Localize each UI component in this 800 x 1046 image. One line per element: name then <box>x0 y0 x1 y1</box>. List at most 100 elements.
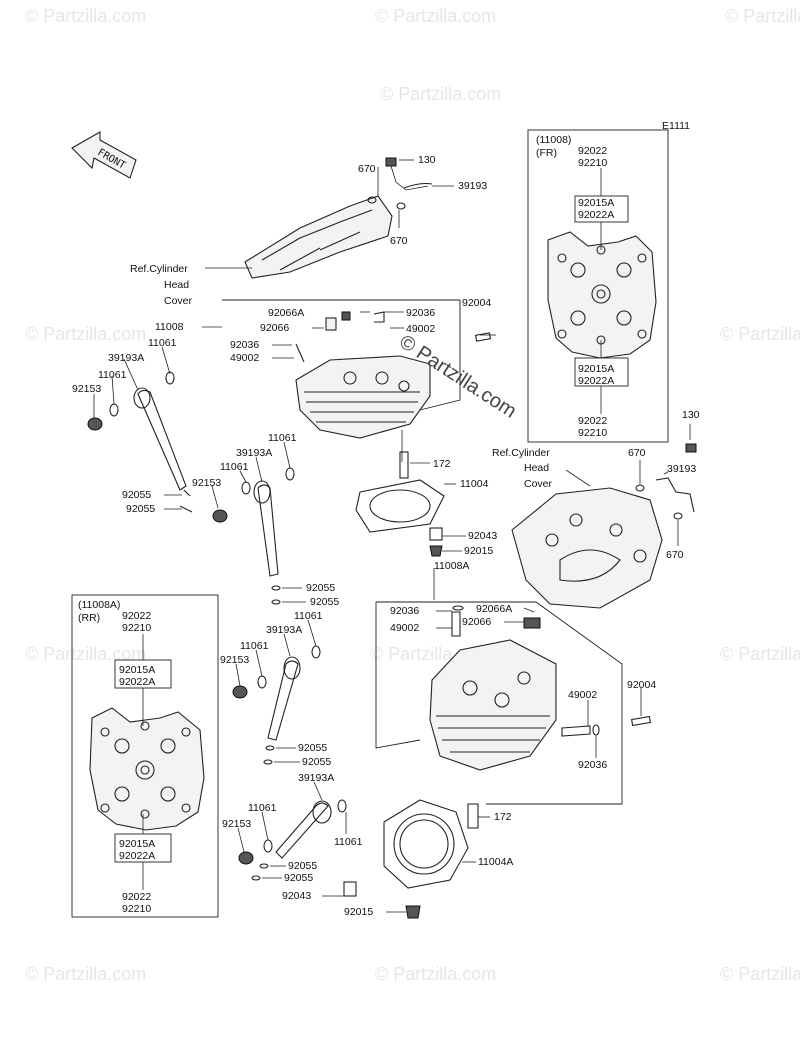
watermark-layer: © Partzilla.com © Partzilla.com © Partzi… <box>25 6 800 984</box>
part-label: 670 <box>390 235 408 247</box>
ref-label: Cover <box>164 295 193 307</box>
part-label: 92004 <box>462 297 491 309</box>
part-label: 11004A <box>478 856 513 868</box>
inset-label: 92015A <box>119 838 155 850</box>
watermark: © Partzilla.com <box>25 6 146 26</box>
part-label: 11061 <box>220 461 249 473</box>
watermark: © Partzilla.com <box>375 6 496 26</box>
watermark: © Partzilla.com <box>25 644 146 664</box>
part-label: 11061 <box>294 610 323 622</box>
part-label: 670 <box>666 549 684 561</box>
part-label: 49002 <box>390 622 419 634</box>
part-label: 92153 <box>220 654 249 666</box>
part-label: 92153 <box>222 818 251 830</box>
part-label: 39193A <box>266 624 302 636</box>
part-label: 39193A <box>108 352 144 364</box>
part-label: 11061 <box>248 802 277 814</box>
inset-label: 92015A <box>119 664 155 676</box>
rear-head-gasket <box>343 799 469 919</box>
rear-cylinder-head-cover <box>511 443 697 609</box>
part-label: 39193A <box>236 447 272 459</box>
inset-label: 92022A <box>578 375 614 387</box>
part-label: 92153 <box>192 477 221 489</box>
part-label: 92055 <box>288 860 317 872</box>
part-label: 92055 <box>306 582 335 594</box>
inset-title: (RR) <box>78 612 100 624</box>
part-label: 130 <box>682 409 700 421</box>
ref-label: Ref.Cylinder <box>492 447 550 459</box>
inset-label: 92015A <box>578 363 614 375</box>
part-label: 92043 <box>468 530 497 542</box>
part-label: 92055 <box>122 489 151 501</box>
part-label: 172 <box>494 811 512 823</box>
part-label: 11061 <box>240 640 269 652</box>
middle-oil-pipe <box>212 467 295 605</box>
part-label: 92066 <box>260 322 289 334</box>
ref-label: Head <box>524 462 549 474</box>
part-label: 92036 <box>578 759 607 771</box>
part-label: 39193 <box>458 180 487 192</box>
part-label: 92055 <box>298 742 327 754</box>
watermark: © Partzilla.com <box>725 6 800 26</box>
front-cylinder-head-cover <box>244 157 433 279</box>
ref-label: Cover <box>524 478 553 490</box>
inset-label: 92022 <box>578 145 607 157</box>
watermark: © Partzilla.com <box>720 964 800 984</box>
part-label: 11061 <box>148 337 177 349</box>
part-label: 172 <box>433 458 451 470</box>
part-label: 92015 <box>464 545 493 557</box>
part-label: 92036 <box>406 307 435 319</box>
part-label: 39193 <box>667 463 696 475</box>
diagram-code: E1111 <box>662 120 690 132</box>
part-label: 92036 <box>230 339 259 351</box>
watermark: © Partzilla.com <box>375 964 496 984</box>
part-label: 11061 <box>268 432 297 444</box>
part-label: 49002 <box>230 352 259 364</box>
rear-head-inset: (11008A) (RR) 92022 92210 92015A 92022A … <box>71 594 219 918</box>
part-label: 92055 <box>310 596 339 608</box>
inset-label: 92210 <box>122 903 151 915</box>
part-label: 92066A <box>476 603 512 615</box>
ref-label: Ref.Cylinder <box>130 263 188 275</box>
part-label: 130 <box>418 154 436 166</box>
watermark: © Partzilla.com <box>720 324 800 344</box>
part-label: 92004 <box>627 679 656 691</box>
watermark: © Partzilla.com <box>720 644 800 664</box>
inset-label: 92022 <box>578 415 607 427</box>
part-label: 11008 <box>155 321 184 333</box>
inset-title: (11008A) <box>78 599 120 611</box>
watermark: © Partzilla.com <box>380 84 501 104</box>
part-label: 39193A <box>298 772 334 784</box>
inset-title: (11008) <box>536 134 571 146</box>
part-label: 92153 <box>72 383 101 395</box>
part-label: 92043 <box>282 890 311 902</box>
part-label: 11004 <box>460 478 489 490</box>
inset-label: 92210 <box>578 427 607 439</box>
part-label: 49002 <box>568 689 597 701</box>
part-label: 11008A <box>434 560 469 572</box>
part-label: 92055 <box>302 756 331 768</box>
part-label: 11061 <box>98 369 127 381</box>
inset-label: 92015A <box>578 197 614 209</box>
inset-label: 92022A <box>119 676 155 688</box>
front-head-gasket <box>355 479 445 557</box>
part-label: 670 <box>628 447 646 459</box>
part-label: 670 <box>358 163 376 175</box>
ref-label: Head <box>164 279 189 291</box>
part-label: 92055 <box>284 872 313 884</box>
part-label: 92066A <box>268 307 304 319</box>
part-label: 49002 <box>406 323 435 335</box>
front-head-inset: (11008) (FR) 92022 92210 92015A 92022A 9… <box>527 129 669 443</box>
inset-title: (FR) <box>536 147 557 159</box>
inset-label: 92022 <box>122 891 151 903</box>
part-label: 92055 <box>126 503 155 515</box>
inset-label: 92022 <box>122 610 151 622</box>
part-label: 11061 <box>334 836 363 848</box>
watermark: © Partzilla.com <box>25 964 146 984</box>
front-arrow: FRONT <box>71 131 137 179</box>
rear-oil-pipe-lower <box>238 799 347 881</box>
inset-label: 92210 <box>122 622 151 634</box>
front-cylinder-head <box>222 299 496 479</box>
inset-label: 92210 <box>578 157 607 169</box>
